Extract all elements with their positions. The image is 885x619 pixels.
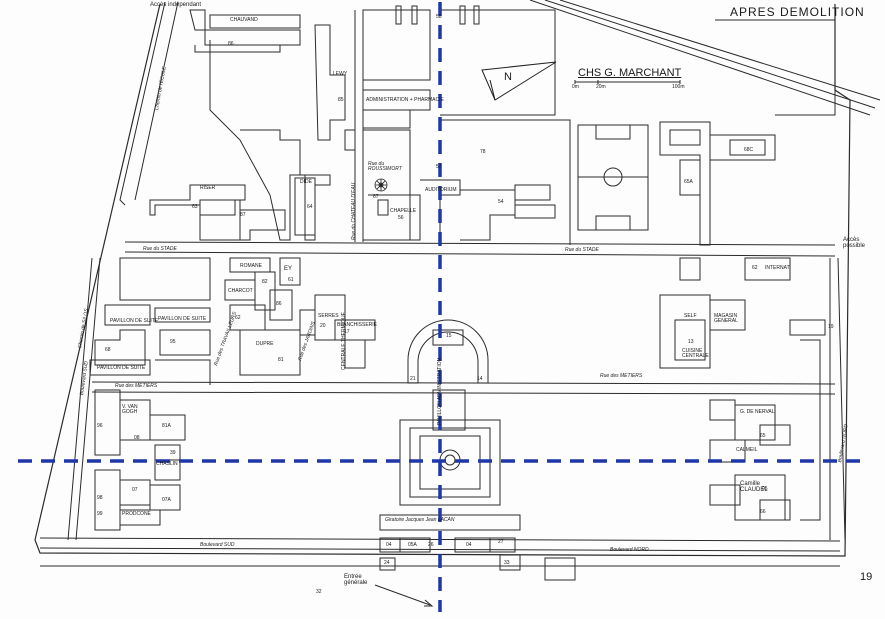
road-chateau-eau: Rue du CHATEAU D'EAU	[351, 182, 357, 240]
building-self: SELF	[684, 313, 697, 319]
road-giratoire: Giratoire Jacques Jean LACAN	[385, 517, 455, 523]
building-van-gogh: V. VAN GOGH	[122, 404, 138, 415]
number-32: 32	[316, 589, 322, 595]
building-magasin: MAGASIN GENERAL	[714, 313, 738, 324]
building-blanchisserie: BLANCHISSERIE	[337, 322, 378, 328]
number-19: 19	[828, 324, 834, 330]
building-cuisine: CUISINE CENTRALE	[682, 348, 709, 359]
building-ey: EY	[284, 266, 293, 272]
number-07: 07	[132, 487, 138, 493]
number-08: 08	[134, 435, 140, 441]
number-68: 68	[105, 347, 111, 353]
site-name: CHS G. MARCHANT	[578, 67, 682, 79]
building-pavillon-suite-3: PAVILLON DE SUITE	[97, 365, 146, 371]
number-15: 15	[446, 333, 452, 339]
building-internat: INTERNAT	[765, 265, 790, 271]
number-21: 21	[410, 376, 416, 382]
building-dupre: DUPRE	[256, 341, 274, 347]
number-65: 65	[760, 433, 766, 439]
number-66: 66	[760, 509, 766, 515]
building-riser: RISER	[200, 185, 216, 191]
number-82: 82	[262, 279, 268, 285]
number-95: 95	[170, 339, 176, 345]
number-14: 14	[477, 376, 483, 382]
scale-100: 100m	[672, 84, 685, 90]
number-64: 64	[307, 204, 313, 210]
road-stade-right: Rue du STADE	[565, 247, 599, 253]
number-17: 17	[344, 329, 350, 335]
building-centrale-thermique: CENTRALE THERMIQUE	[341, 312, 347, 370]
axis-lines	[18, 2, 868, 612]
building-claudel: Camille CLAUDEL	[740, 481, 768, 493]
building-auditorium: AUDITORIUM	[425, 187, 457, 193]
building-centre-admin: PAVILLON ADMINISTRATION	[437, 357, 443, 425]
building-pavillon-suite-2: PAVILLON DE SUITE	[110, 318, 159, 324]
number-81a: 81A	[162, 423, 171, 429]
number-26: 26	[428, 542, 434, 548]
road-bd-nord: Boulevard NORD	[610, 547, 649, 553]
number-67: 67	[373, 194, 379, 200]
building-chauvand: CHAUVAND	[230, 17, 258, 23]
building-dide: DIDE	[300, 179, 312, 185]
road-metiers-right: Rue des METIERS	[600, 373, 643, 379]
main-entrance: Entrée générale	[344, 574, 368, 586]
number-98: 98	[97, 495, 103, 501]
building-serres: SERRES	[318, 313, 339, 319]
building-lewy: LEWY	[333, 71, 348, 77]
plan-title: APRES DEMOLITION	[730, 5, 865, 19]
scale-0: 0m	[572, 84, 579, 90]
number-24: 24	[384, 560, 390, 566]
number-86: 86	[228, 41, 234, 47]
number-87: 87	[240, 212, 246, 218]
north-arrow-icon	[481, 61, 557, 101]
number-68c: 68C	[744, 147, 754, 153]
number-96: 96	[97, 423, 103, 429]
north-label: N	[504, 71, 512, 83]
page-number: 19	[860, 571, 873, 583]
road-stade-left: Rue du STADE	[143, 246, 177, 252]
building-pavillon-suite-1: PAVILLON DE SUITE	[158, 316, 207, 322]
number-62b: 62	[752, 265, 758, 271]
road-metiers-left: Rue des METIERS	[115, 383, 158, 389]
building-chaslin: CHASLIN	[156, 461, 178, 467]
building-charcot: CHARCOT	[228, 288, 253, 294]
number-27: 27	[498, 539, 504, 545]
number-33: 33	[504, 560, 510, 566]
number-04: 04	[386, 542, 392, 548]
number-85: 85	[338, 97, 344, 103]
building-de-nerval: G. DE NERVAL	[740, 409, 775, 415]
access-independent: Accès indépendant	[150, 2, 202, 8]
number-99: 99	[97, 511, 103, 517]
number-04b: 04	[466, 542, 472, 548]
number-81: 81	[278, 357, 284, 363]
number-65a: 65A	[684, 179, 693, 185]
building-romane: ROMANE	[240, 263, 262, 269]
number-58: 58	[436, 14, 442, 20]
number-54: 54	[498, 199, 504, 205]
number-78: 78	[480, 149, 486, 155]
road-bd-sud: Boulevard SUD	[200, 542, 235, 548]
building-calmeil: CALMEIL	[736, 447, 758, 453]
number-57: 57	[436, 164, 442, 170]
number-62: 62	[235, 315, 241, 321]
access-possible: Accès possible	[843, 237, 866, 249]
number-13: 13	[688, 339, 694, 345]
building-administration: ADMINISTRATION + PHARMACIE	[366, 97, 444, 103]
number-63: 63	[192, 204, 198, 210]
number-56: 56	[398, 215, 404, 221]
number-07a: 07A	[162, 497, 171, 503]
number-05a: 05A	[408, 542, 417, 548]
number-20: 20	[320, 323, 326, 329]
number-61: 61	[288, 277, 294, 283]
scale-20: 20m	[596, 84, 606, 90]
flower-icon	[374, 178, 388, 192]
road-roussimort: Rue du ROUSSIMORT	[368, 161, 402, 172]
number-05: 05	[762, 486, 768, 492]
building-chapelle: CHAPELLE	[390, 208, 417, 214]
number-86b: 86	[276, 301, 282, 307]
number-39: 39	[170, 450, 176, 456]
building-prodcone: PRODCONE	[122, 511, 151, 517]
